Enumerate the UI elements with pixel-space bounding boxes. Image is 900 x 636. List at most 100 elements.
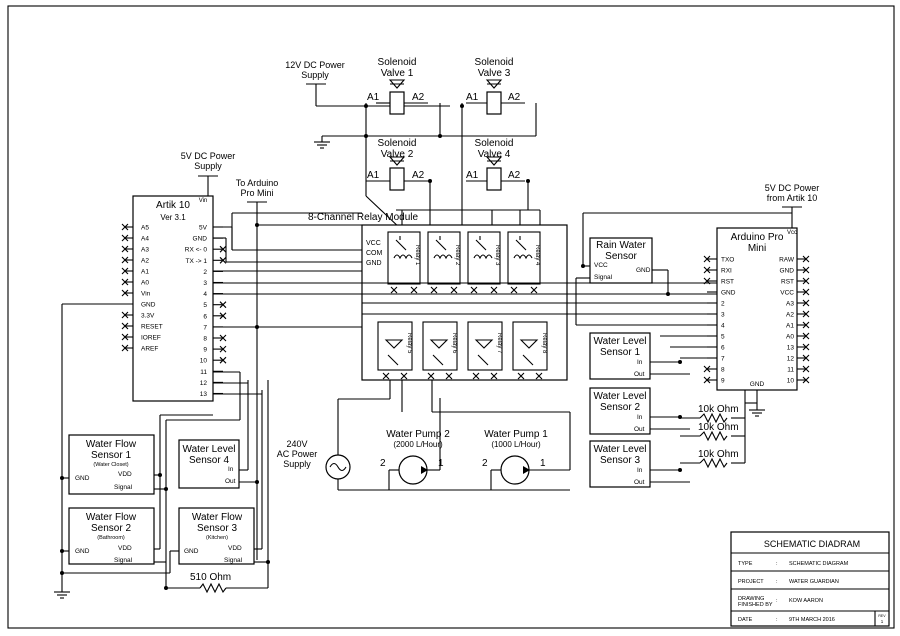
relay-switch-icon [522,354,534,366]
artik-right-pin: 11 [200,369,207,376]
no-connect-icon [802,365,810,373]
no-connect-icon [802,299,810,307]
artik-right-pin: 3 [203,280,207,287]
tb-project-sep: : [776,579,778,585]
relay-label: Relay 1 [414,245,420,266]
relay-label: Relay 3 [494,245,500,266]
tb-project-label: PROJECT [738,579,764,585]
level-in: In [637,414,643,421]
diode-icon [519,339,539,349]
artik-left-pin: A1 [141,269,149,276]
artik-left-pin: A0 [141,280,149,287]
water-pump-1: Water Pump 1 (1000 L/Hour) 2 1 [389,380,571,490]
pro-left-pin: 8 [721,367,725,374]
pro-right-pin: 10 [787,378,795,385]
no-connect-icon [121,344,129,352]
no-connect-icon [121,234,129,242]
flow3-vdd: VDD [228,545,242,552]
pump1-p1: 1 [540,458,546,469]
no-connect-icon [410,286,418,294]
relay-label: Relay 2 [454,245,460,266]
no-connect-icon [390,286,398,294]
no-connect-icon [219,356,227,364]
relay-pro-wiring [567,264,717,359]
level-in: In [637,467,643,474]
no-connect-icon [472,372,480,380]
flow3-l2: Sensor 3 [197,523,237,534]
pro-left-pin: 6 [721,345,725,352]
solenoid-valve-2: Solenoid Valve 2 A1 A2 [366,138,428,191]
level-out: Out [634,479,645,486]
no-connect-icon [802,255,810,263]
level-l2: Sensor 1 [600,347,640,358]
no-connect-icon [703,376,711,384]
no-connect-icon [802,288,810,296]
flow2-sub: (Bathroom) [97,535,125,541]
solenoid-3-l1: Solenoid [475,57,514,68]
power-12v-label-1: 12V DC Power [285,60,345,70]
tb-drawing-value: KOW AARON [789,598,823,604]
title-block: SCHEMATIC DIADRAM TYPE : SCHEMATIC DIAGR… [730,531,890,627]
solenoid-valve-1: Solenoid Valve 1 A1 A2 [367,57,428,115]
artik-10-board: Artik 10 Ver 3.1 Vin A5A4A3A2A1A0VinGND3… [121,195,227,402]
flow3-l1: Water Flow [192,512,243,523]
pro-left-pin: 7 [721,356,725,363]
power-5v-artik-l2: Supply [194,161,222,171]
no-connect-icon [121,278,129,286]
no-connect-icon [382,372,390,380]
pro-vcc: Vcc [787,230,797,236]
pro-left-pin: RST [721,279,734,286]
artik-right-pin: RX <- 0 [185,247,208,254]
no-connect-icon [121,223,129,231]
level4-l1: Water Level [183,444,236,455]
relay-switch-icon [435,236,447,251]
solenoid-valve-4: Solenoid Valve 4 A1 A2 [466,138,525,191]
level-l1: Water Level [594,444,647,455]
solenoid-4-l1: Solenoid [475,138,514,149]
no-connect-icon [219,345,227,353]
pro-left-pin: 5 [721,334,725,341]
solenoid-2-a1: A1 [367,170,380,181]
solenoid-3-l2: Valve 3 [478,68,511,79]
no-connect-icon [121,322,129,330]
pro-right-pin: 11 [787,367,794,374]
no-connect-icon [219,334,227,342]
no-connect-icon [535,372,543,380]
solenoid-3-a2: A2 [508,92,521,103]
solenoid-4-a1: A1 [466,170,479,181]
no-connect-icon [703,365,711,373]
no-connect-icon [219,312,227,320]
tb-project-value: WATER GUARDIAN [789,579,839,585]
tb-rev-label: REV [878,614,886,618]
artik-left-pin: IOREF [141,335,161,342]
solenoid-2-l2: Valve 2 [381,149,414,160]
level-in: In [637,359,643,366]
artik-right-pin: 9 [203,347,207,354]
relay-switch-icon [387,354,399,366]
diode-icon [429,339,449,349]
solenoid-1-l1: Solenoid [378,57,417,68]
artik-relay-wiring [213,212,567,420]
level-l2: Sensor 2 [600,402,640,413]
solenoid-2-a2: A2 [412,170,425,181]
artik-right-pin: 8 [203,336,207,343]
artik-right-pin: 10 [200,358,208,365]
level-l1: Water Level [594,391,647,402]
tb-date-sep: : [776,617,778,623]
solenoid-1-a1: A1 [367,92,380,103]
rain-signal: Signal [594,274,613,281]
no-connect-icon [802,310,810,318]
ac-l1: 240V [286,439,307,449]
flow1-l2: Sensor 1 [91,450,131,461]
pro-gnd: GND [750,381,765,388]
resistor-1-label: 10k Ohm [698,404,739,415]
resistor-1 [699,412,728,424]
to-pro-l1: To Arduino [236,178,279,188]
pro-name1: Arduino Pro [731,232,784,243]
power-12v-label-2: Supply [301,70,329,80]
relay-coil-icon [513,254,533,260]
